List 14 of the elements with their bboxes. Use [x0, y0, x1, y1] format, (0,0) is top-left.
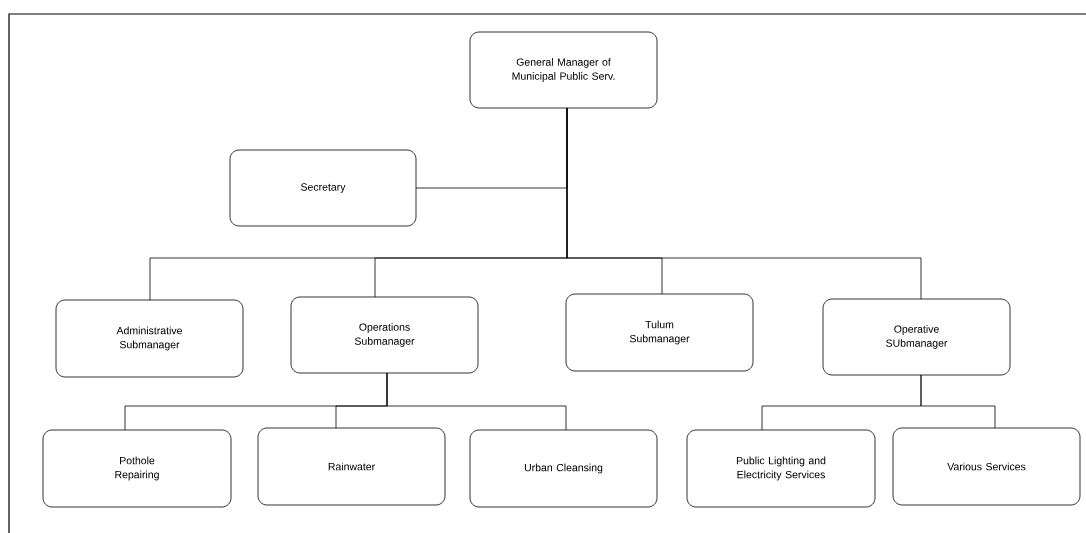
org-box: Operations Submanager — [290, 296, 479, 374]
org-box: General Manager of Municipal Public Serv. — [469, 31, 658, 109]
org-box: Various Services — [892, 427, 1081, 506]
org-box: Operative SUbmanager — [822, 298, 1011, 376]
org-box: Administrative Submanager — [55, 299, 244, 378]
org-box: Pothole Repairing — [42, 429, 232, 508]
org-box: Tulum Submanager — [565, 293, 754, 372]
org-box: Urban Cleansing — [469, 429, 658, 508]
org-box: Rainwater — [257, 427, 446, 506]
connector — [566, 107, 922, 300]
org-box: Secretary — [229, 149, 417, 227]
org-box: Public Lighting and Electricity Services — [686, 429, 876, 508]
connector — [386, 372, 567, 431]
connector — [920, 374, 996, 429]
